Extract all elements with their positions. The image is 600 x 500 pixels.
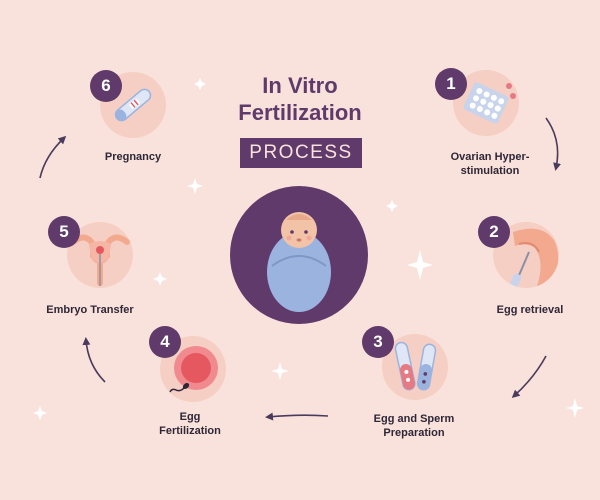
arrow-4-to-5 (82, 337, 106, 383)
sparkle-icon (386, 200, 398, 212)
step-1-number: 1 (435, 68, 467, 100)
sparkle-icon (187, 178, 203, 194)
sparkle-icon (194, 78, 206, 90)
arrow-2-to-3 (511, 355, 547, 399)
step-1-label: Ovarian Hyper- stimulation (450, 151, 530, 177)
sparkle-icon (153, 272, 167, 286)
step-2-label: Egg retrieval (496, 304, 564, 316)
arrow-5-to-6 (39, 135, 67, 179)
step-6-label: Pregnancy (104, 151, 162, 163)
step-5-number: 5 (48, 216, 80, 248)
pill-blister-icon (463, 82, 516, 124)
step-6-number: 6 (90, 70, 122, 102)
arrow-1-to-2 (545, 117, 561, 171)
swaddled-baby-icon (267, 212, 331, 312)
title-line-2: Fertilization (238, 100, 362, 125)
step-5-label: Embryo Transfer (46, 304, 134, 316)
sparkle-icon (33, 406, 47, 420)
page-title: In Vitro Fertilization (200, 72, 400, 126)
process-badge: PROCESS (240, 138, 362, 168)
pregnancy-test-icon (114, 88, 152, 122)
arrow-3-to-4 (265, 412, 329, 421)
step-3-number: 3 (362, 326, 394, 358)
center-circle (230, 186, 368, 324)
sparkle-icon (271, 362, 289, 380)
step-2-number: 2 (478, 216, 510, 248)
step-4-number: 4 (149, 326, 181, 358)
sparkle-icon (407, 250, 433, 280)
egg-retrieval-icon (510, 228, 559, 287)
step-3-label: Egg and Sperm Preparation (373, 413, 455, 439)
step-4-label: Egg Fertilization (159, 411, 221, 437)
uterus-icon (70, 234, 130, 286)
step-4-illustration (160, 336, 226, 402)
step-6-illustration (100, 72, 166, 138)
title-line-1: In Vitro (262, 73, 338, 98)
step-2-illustration (493, 222, 559, 288)
sparkle-icon (566, 398, 584, 418)
test-tubes-icon (394, 341, 437, 391)
egg-fertilization-icon (169, 346, 218, 393)
